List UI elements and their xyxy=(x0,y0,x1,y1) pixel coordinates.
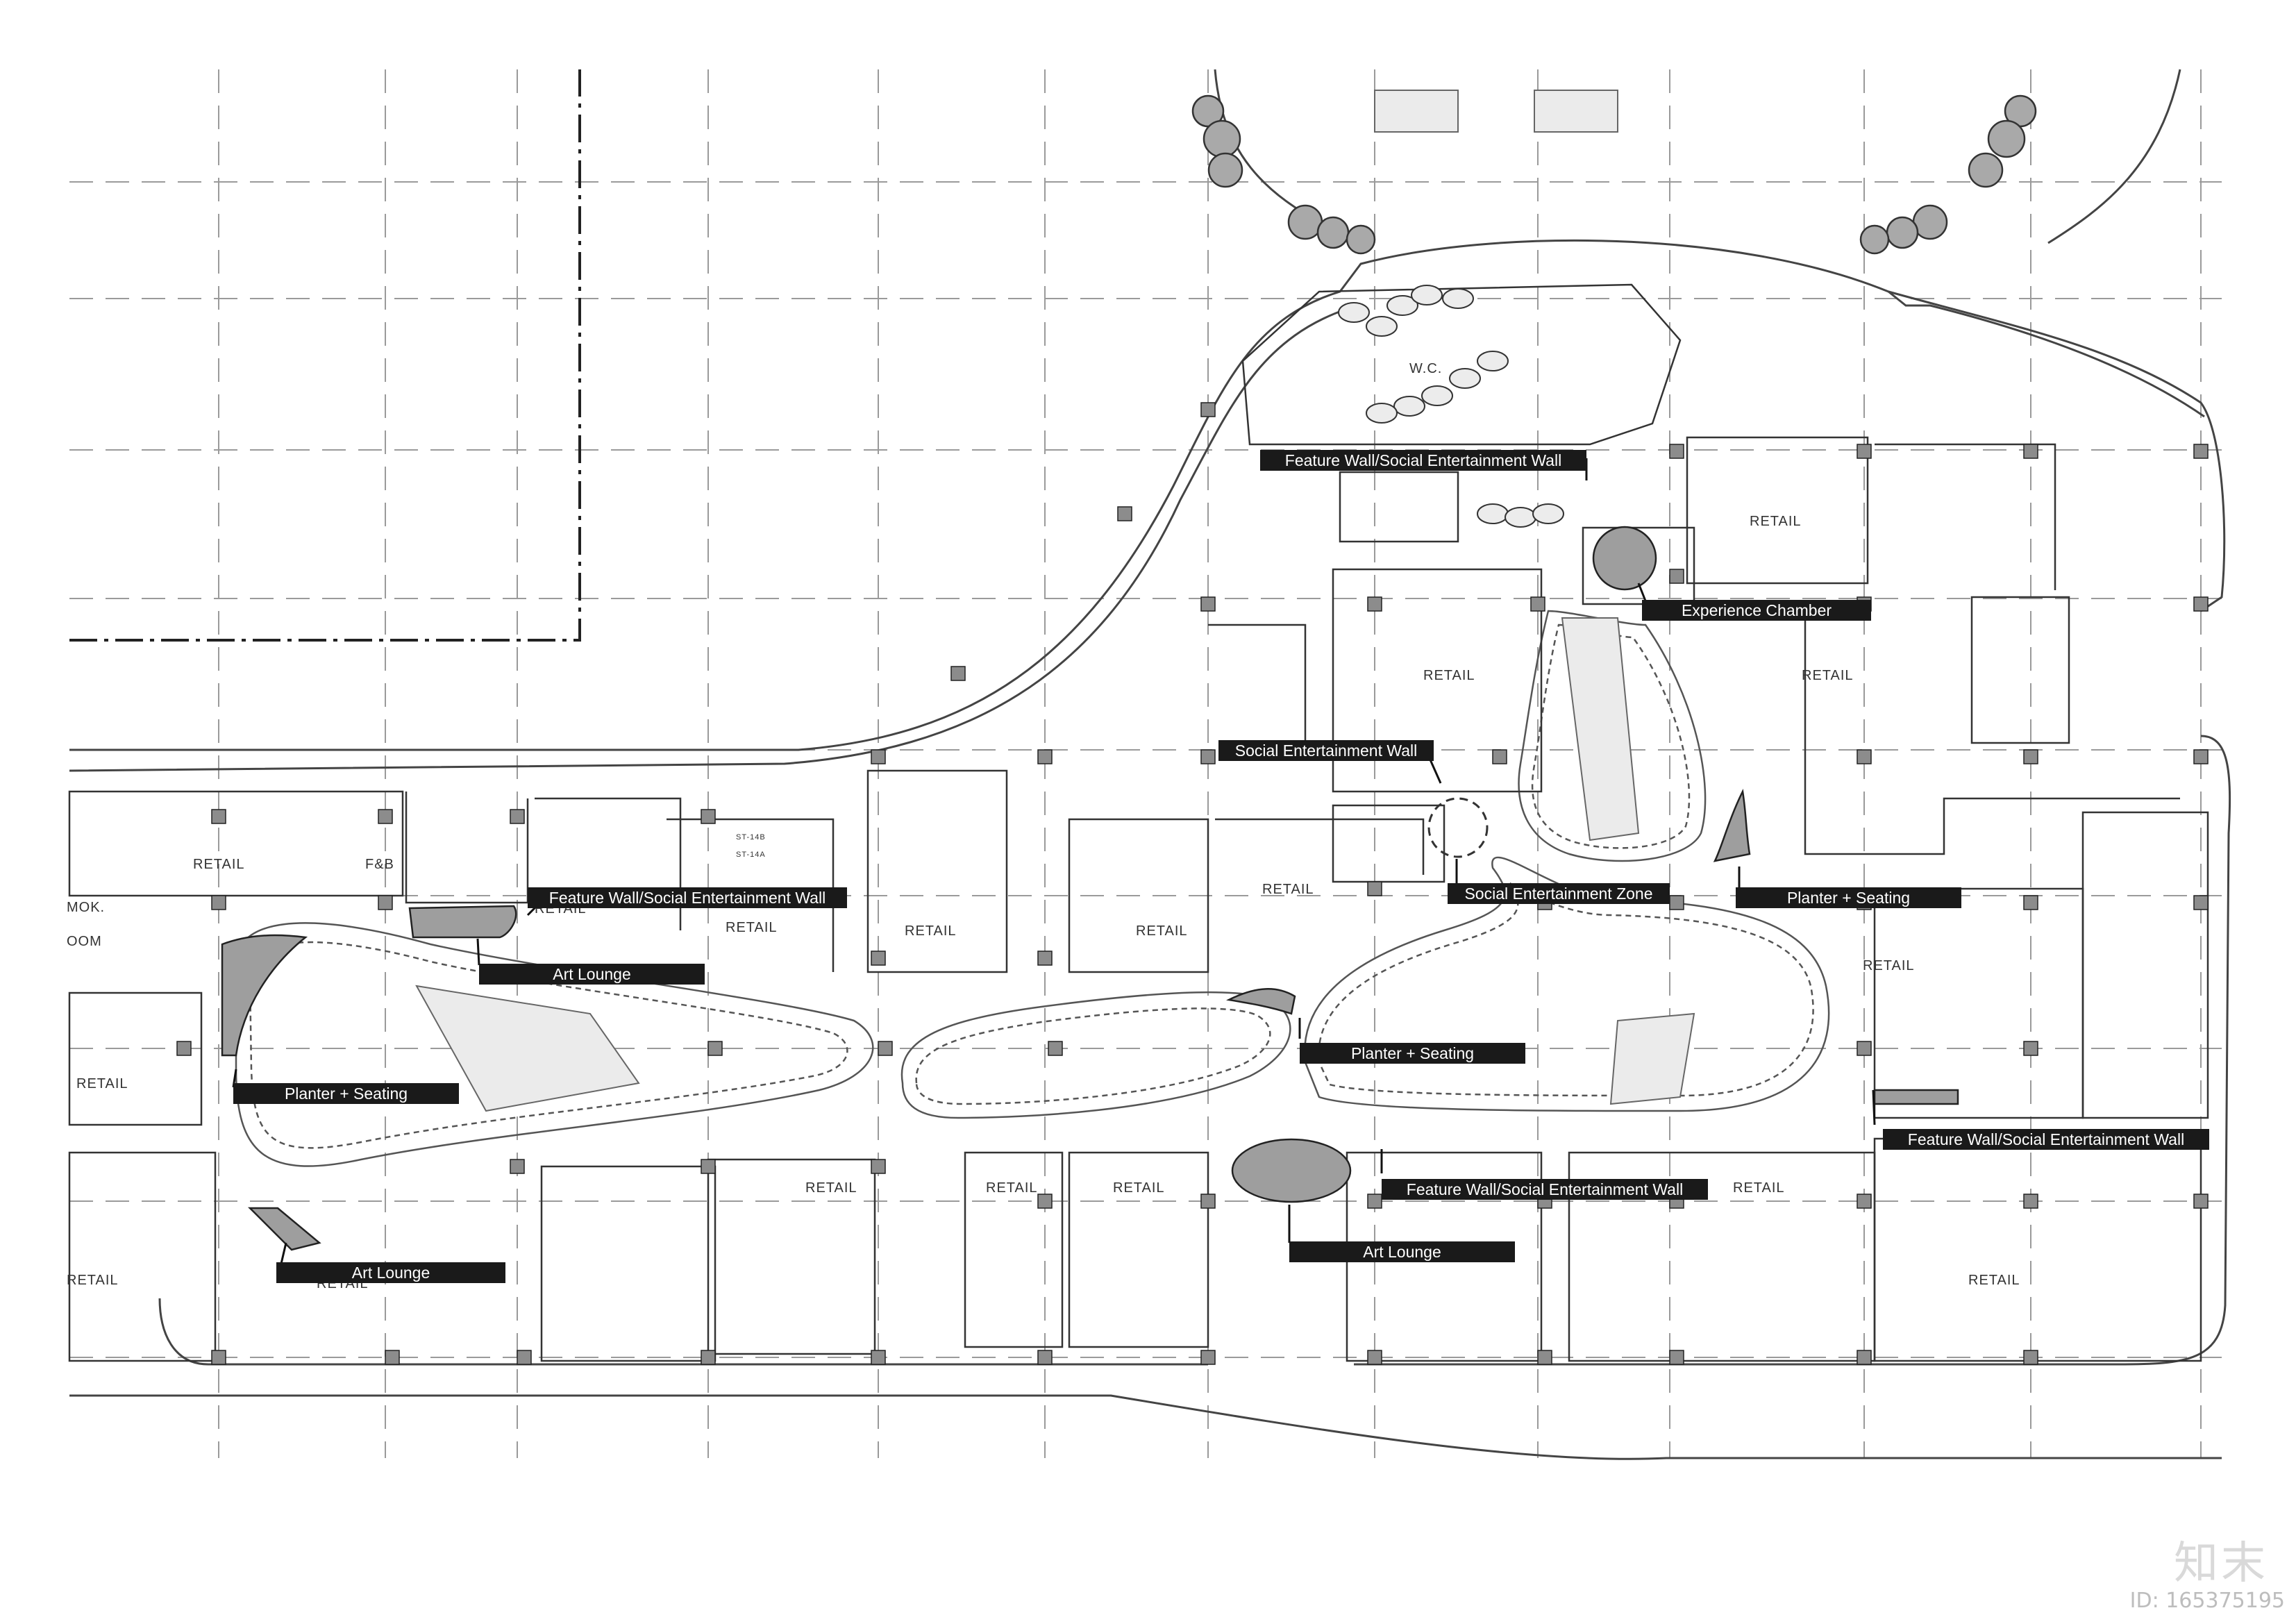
annotation-tag: Planter + Seating xyxy=(233,1083,459,1104)
room-label-smoking-room: OOM xyxy=(67,934,102,949)
room-label-fnb: F&B xyxy=(365,857,394,872)
room-label-stair: ST-14A xyxy=(736,851,766,859)
planter-east-shape xyxy=(1713,789,1751,862)
site-boundary-line xyxy=(69,69,581,642)
planter-west-shape xyxy=(221,934,308,1057)
annotation-tag: Planter + Seating xyxy=(1736,887,1961,908)
planter-centre-shape xyxy=(1226,988,1296,1015)
room-label-retail: RETAIL xyxy=(1423,668,1475,683)
watermark-id: ID: 165375195 xyxy=(2129,1589,2285,1613)
experience-chamber-shape xyxy=(1592,526,1657,591)
room-label-wc: W.C. xyxy=(1409,361,1443,376)
room-label-retail: RETAIL xyxy=(193,857,245,872)
room-label-retail: RETAIL xyxy=(1113,1180,1165,1196)
annotation-tag: Social Entertainment Wall xyxy=(1218,740,1434,761)
escalators xyxy=(415,90,1695,1112)
room-label-retail: RETAIL xyxy=(1802,668,1854,683)
art-lounge-oval xyxy=(1231,1138,1352,1203)
feature-wall-left-shape xyxy=(408,905,517,939)
room-label-smoking: MOK. xyxy=(67,900,106,915)
annotation-tag: Feature Wall/Social Entertainment Wall xyxy=(1260,450,1586,471)
structural-grid xyxy=(69,69,2222,1458)
building-envelope xyxy=(69,69,2231,1460)
room-label-retail: RETAIL xyxy=(726,920,778,935)
annotation-tag: Art Lounge xyxy=(1289,1241,1515,1262)
social-zone-circle xyxy=(1427,797,1489,858)
wc-block xyxy=(1241,283,1682,543)
retail-walls xyxy=(68,436,2209,1362)
annotation-tag: Feature Wall/Social Entertainment Wall xyxy=(1883,1129,2209,1150)
watermark-logo: 知末 xyxy=(2174,1538,2268,1589)
room-label-retail: RETAIL xyxy=(805,1180,857,1196)
feature-elements xyxy=(221,526,1959,1251)
annotation-tag: Art Lounge xyxy=(479,964,705,985)
columns xyxy=(176,402,2209,1365)
room-label-retail: RETAIL xyxy=(905,923,957,939)
room-label-retail: RETAIL xyxy=(67,1273,119,1288)
annotation-tag: Feature Wall/Social Entertainment Wall xyxy=(528,887,847,908)
room-label-retail: RETAIL xyxy=(1750,514,1802,529)
annotation-tag: Feature Wall/Social Entertainment Wall xyxy=(1382,1179,1708,1200)
room-label-retail: RETAIL xyxy=(1262,882,1314,897)
wc-stall-ovals xyxy=(1338,285,1564,528)
atrium-voids xyxy=(235,610,1830,1167)
annotation-tag: Experience Chamber xyxy=(1642,600,1871,621)
room-label-retail: RETAIL xyxy=(1136,923,1188,939)
room-label-retail: RETAIL xyxy=(1968,1273,2020,1288)
room-label-retail: RETAIL xyxy=(1733,1180,1785,1196)
annotation-tag: Social Entertainment Zone xyxy=(1448,883,1670,904)
trees xyxy=(1191,94,2037,255)
room-label-retail: RETAIL xyxy=(76,1076,128,1091)
art-lounge-southwest-shape xyxy=(247,1207,321,1251)
feature-wall-east-shape xyxy=(1873,1089,1959,1105)
room-label-retail: RETAIL xyxy=(986,1180,1038,1196)
room-label-retail: RETAIL xyxy=(1863,958,1915,973)
room-label-stair: ST-14B xyxy=(736,833,766,842)
annotation-tag: Art Lounge xyxy=(276,1262,505,1283)
annotation-tag: Planter + Seating xyxy=(1300,1043,1525,1064)
